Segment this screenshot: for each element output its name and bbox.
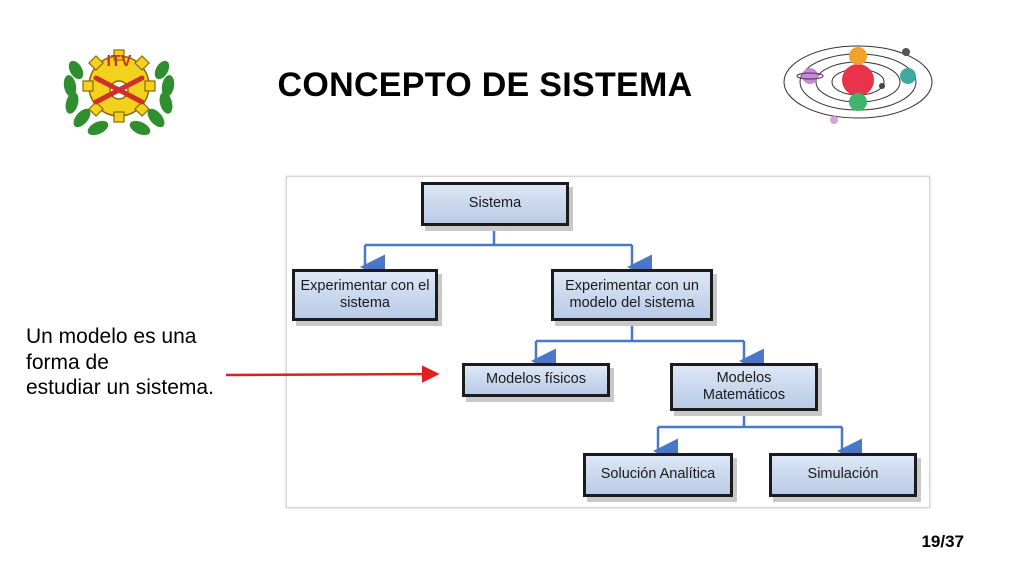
node-solucion-analitica: Solución Analítica [583,453,733,497]
node-modelos-matematicos: Modelos Matemáticos [670,363,818,411]
node-modelos-fisicos: Modelos físicos [462,363,610,397]
model-note: Un modelo es una forma de estudiar un si… [26,324,276,401]
node-simulacion: Simulación [769,453,917,497]
model-note-line: Un modelo es una [26,325,197,348]
itv-logo-text: ITV [107,53,132,70]
node-sistema: Sistema [421,182,569,226]
page-number: 19/37 [921,532,964,551]
slide-title: CONCEPTO DE SISTEMA [277,66,693,104]
diagram-connectors [360,227,862,464]
itv-logo: ITV [63,49,175,136]
node-experimentar-con-el-sistema: Experimentar con el sistema [292,269,438,321]
solar-system-icon [783,45,933,124]
system-diagram: Sistema Experimentar con el sistema Expe… [286,176,930,508]
model-note-line: forma de [26,350,109,374]
model-note-line: estudiar un sistema. [26,376,214,400]
node-experimentar-con-un-modelo: Experimentar con un modelo del sistema [551,269,713,321]
